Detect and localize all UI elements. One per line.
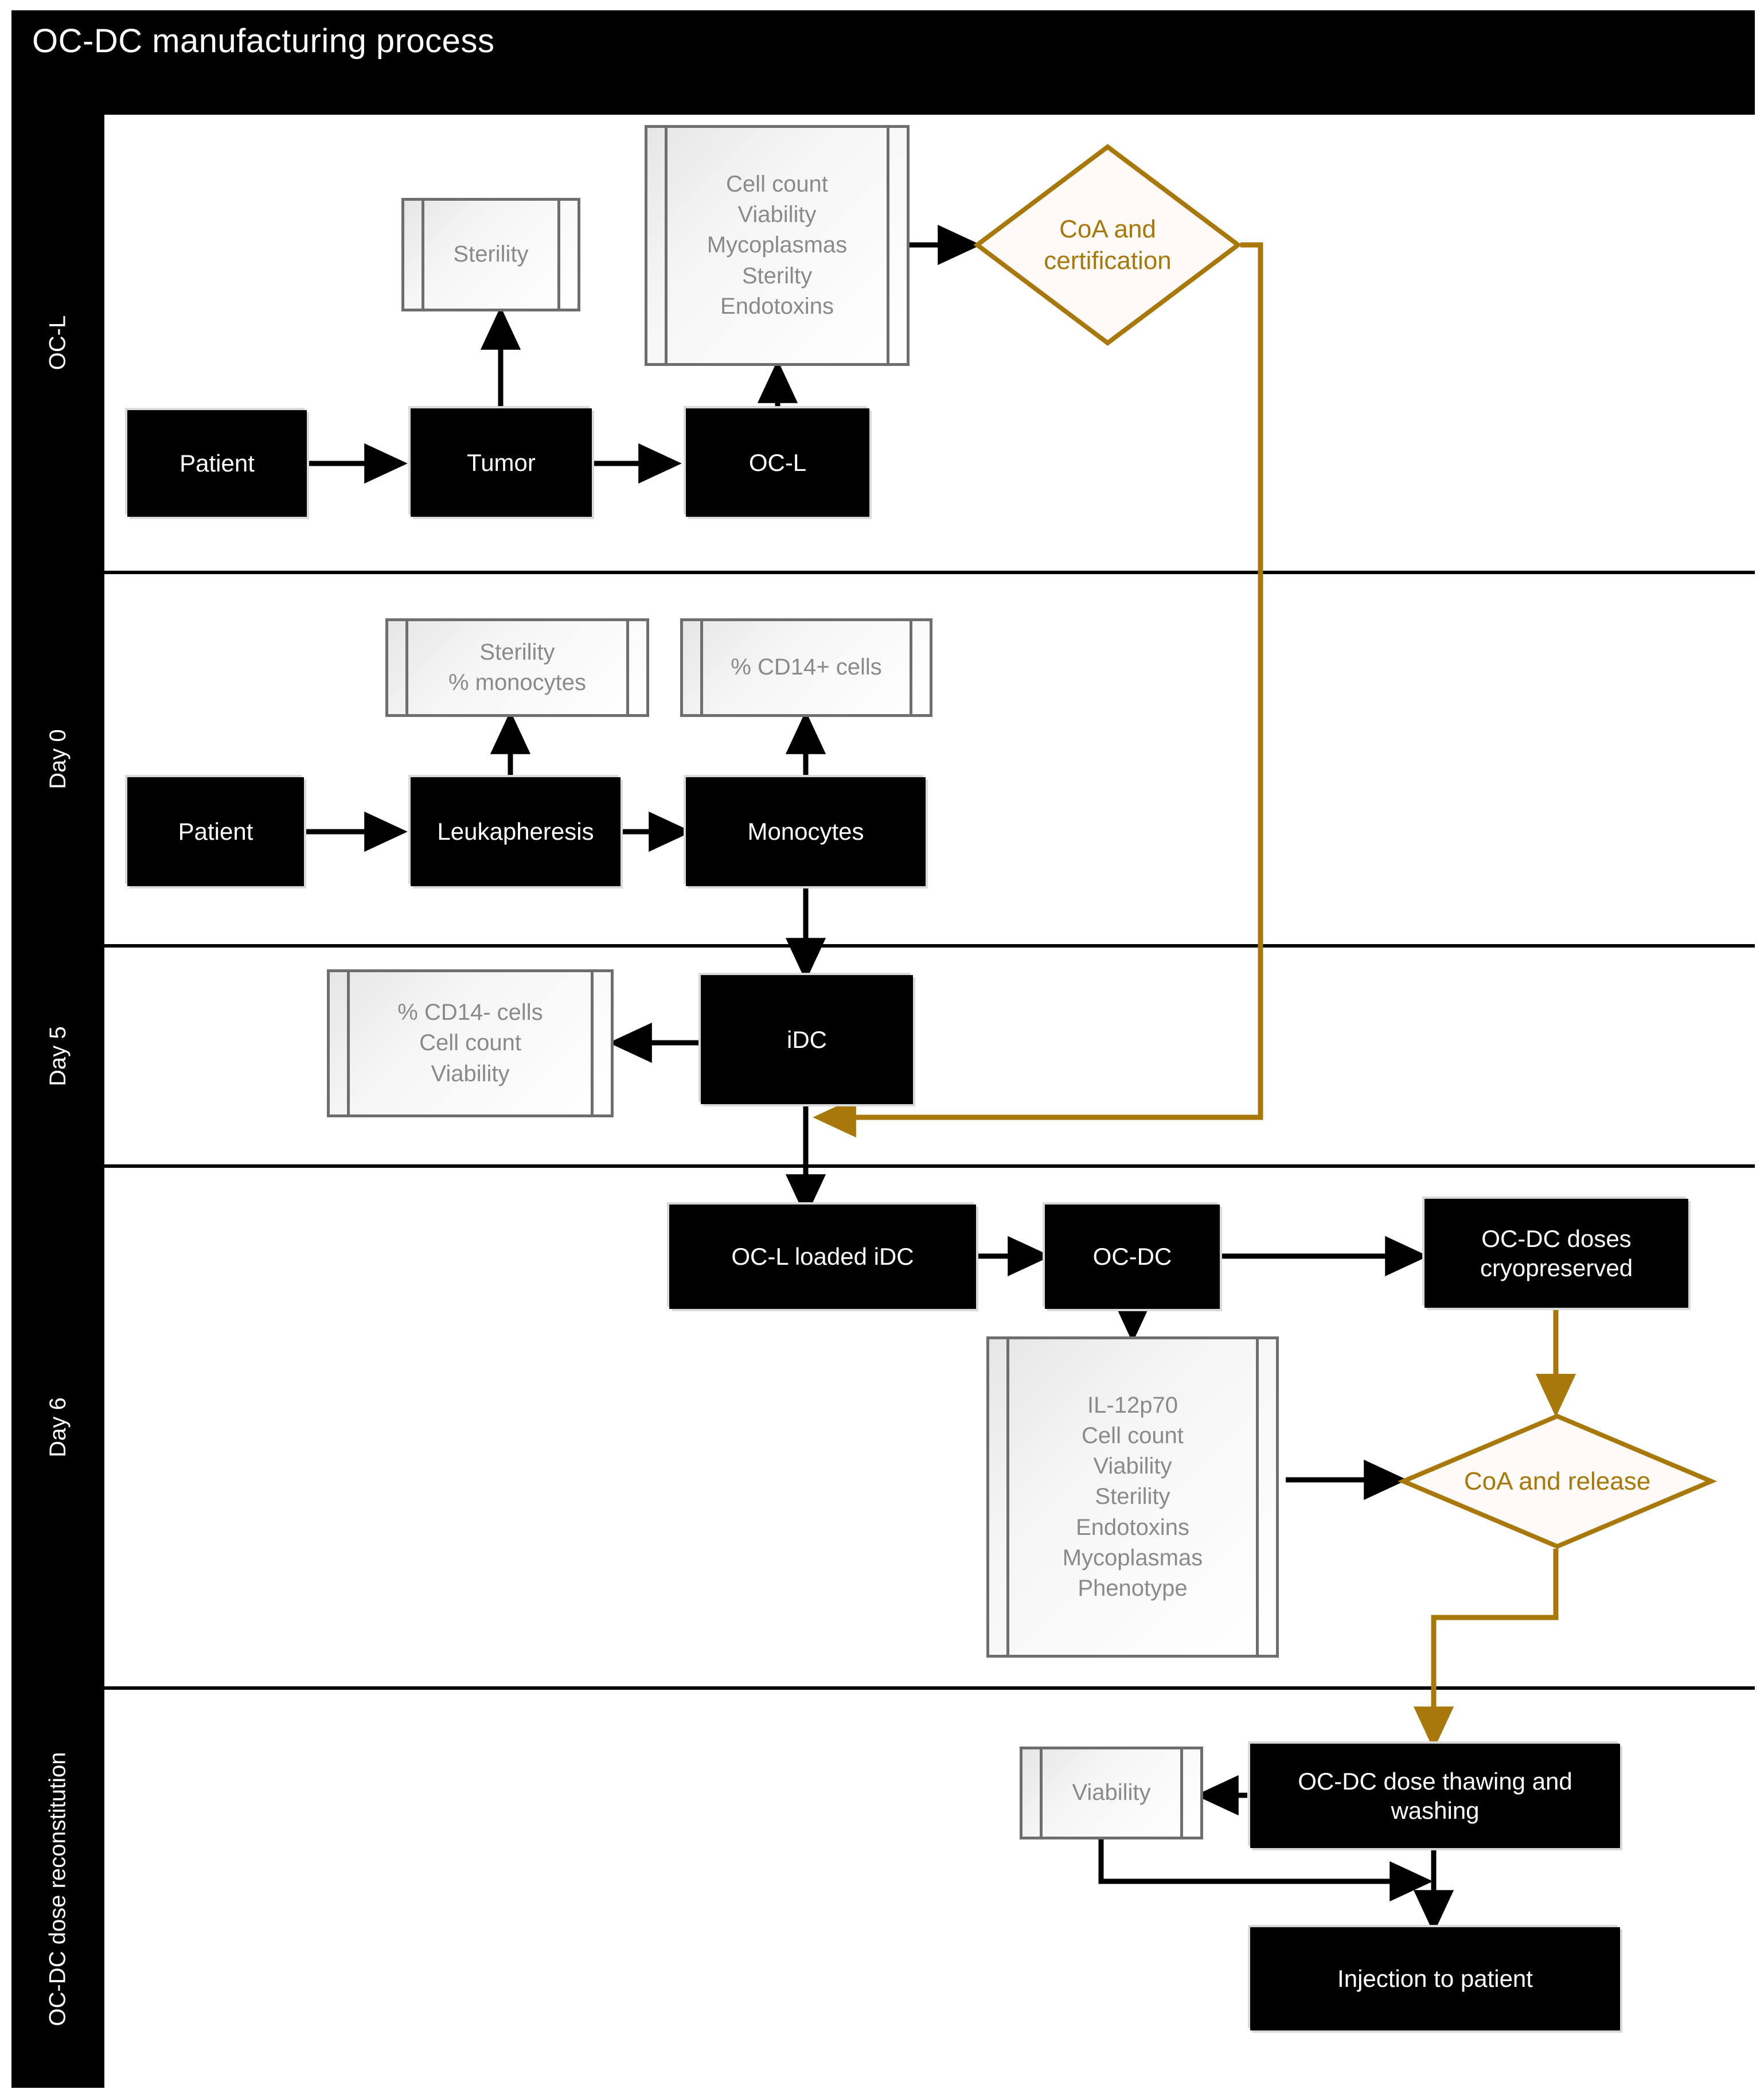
node-tumor[interactable]: Tumor xyxy=(411,408,592,517)
node-label: OC-DC xyxy=(1092,1243,1172,1270)
node-label: Patient xyxy=(178,818,253,845)
qc-sterility-ocl[interactable]: Sterility xyxy=(401,198,580,311)
page-title: OC-DC manufacturing process xyxy=(32,22,495,60)
node-label: Monocytes xyxy=(747,818,864,845)
node-label: OC-L xyxy=(748,449,807,476)
lane-divider-2 xyxy=(104,944,1755,948)
lane-label-text: OC-L xyxy=(45,315,71,371)
title-bar xyxy=(11,10,1755,115)
node-monocytes[interactable]: Monocytes xyxy=(686,777,926,886)
lane-divider-4 xyxy=(104,1686,1755,1690)
node-idc[interactable]: iDC xyxy=(701,975,913,1104)
lane-body-oc-l xyxy=(104,115,1755,571)
qc-viability[interactable]: Viability xyxy=(1020,1747,1203,1839)
node-patient-day0[interactable]: Patient xyxy=(127,777,304,886)
node-label: OC-L loaded iDC xyxy=(731,1243,914,1270)
node-leukapheresis[interactable]: Leukapheresis xyxy=(411,777,620,886)
qc-label: Viability xyxy=(1072,1780,1151,1806)
lane-label-day6: Day 6 xyxy=(11,1168,104,1686)
qc-label: % CD14+ cells xyxy=(731,654,882,680)
lane-label-day5: Day 5 xyxy=(11,948,104,1164)
qc-label: Sterility% monocytes xyxy=(448,639,587,695)
qc-label: Sterility xyxy=(453,241,529,267)
node-label: Injection to patient xyxy=(1337,1965,1533,1993)
qc-monocytes-tests[interactable]: % CD14+ cells xyxy=(680,618,932,717)
qc-leukapheresis-tests[interactable]: Sterility% monocytes xyxy=(385,618,649,717)
lane-divider-3 xyxy=(104,1164,1755,1168)
node-ocl[interactable]: OC-L xyxy=(686,408,869,517)
decision-coa-and-release[interactable]: CoA and release xyxy=(1397,1413,1718,1549)
lane-label-text: Day 6 xyxy=(45,1397,71,1457)
node-ocl-loaded-idc[interactable]: OC-L loaded iDC xyxy=(669,1205,976,1309)
node-injection-to-patient[interactable]: Injection to patient xyxy=(1250,1927,1620,2030)
lane-label-oc-l: OC-L xyxy=(11,115,104,571)
node-label: Patient xyxy=(179,450,255,477)
node-label: iDC xyxy=(787,1026,827,1053)
node-label: Leukapheresis xyxy=(437,818,594,845)
lane-divider-1 xyxy=(104,571,1755,574)
lane-label-day0: Day 0 xyxy=(11,574,104,944)
lane-label-text: OC-DC dose reconstitution xyxy=(45,1752,71,2026)
node-ocdc[interactable]: OC-DC xyxy=(1045,1205,1220,1309)
lane-label-text: Day 0 xyxy=(45,729,71,789)
node-label: Tumor xyxy=(467,449,536,476)
lane-label-text: Day 5 xyxy=(45,1026,71,1086)
lane-label-recon: OC-DC dose reconstitution xyxy=(11,1690,104,2088)
node-patient-ocl[interactable]: Patient xyxy=(127,410,307,517)
